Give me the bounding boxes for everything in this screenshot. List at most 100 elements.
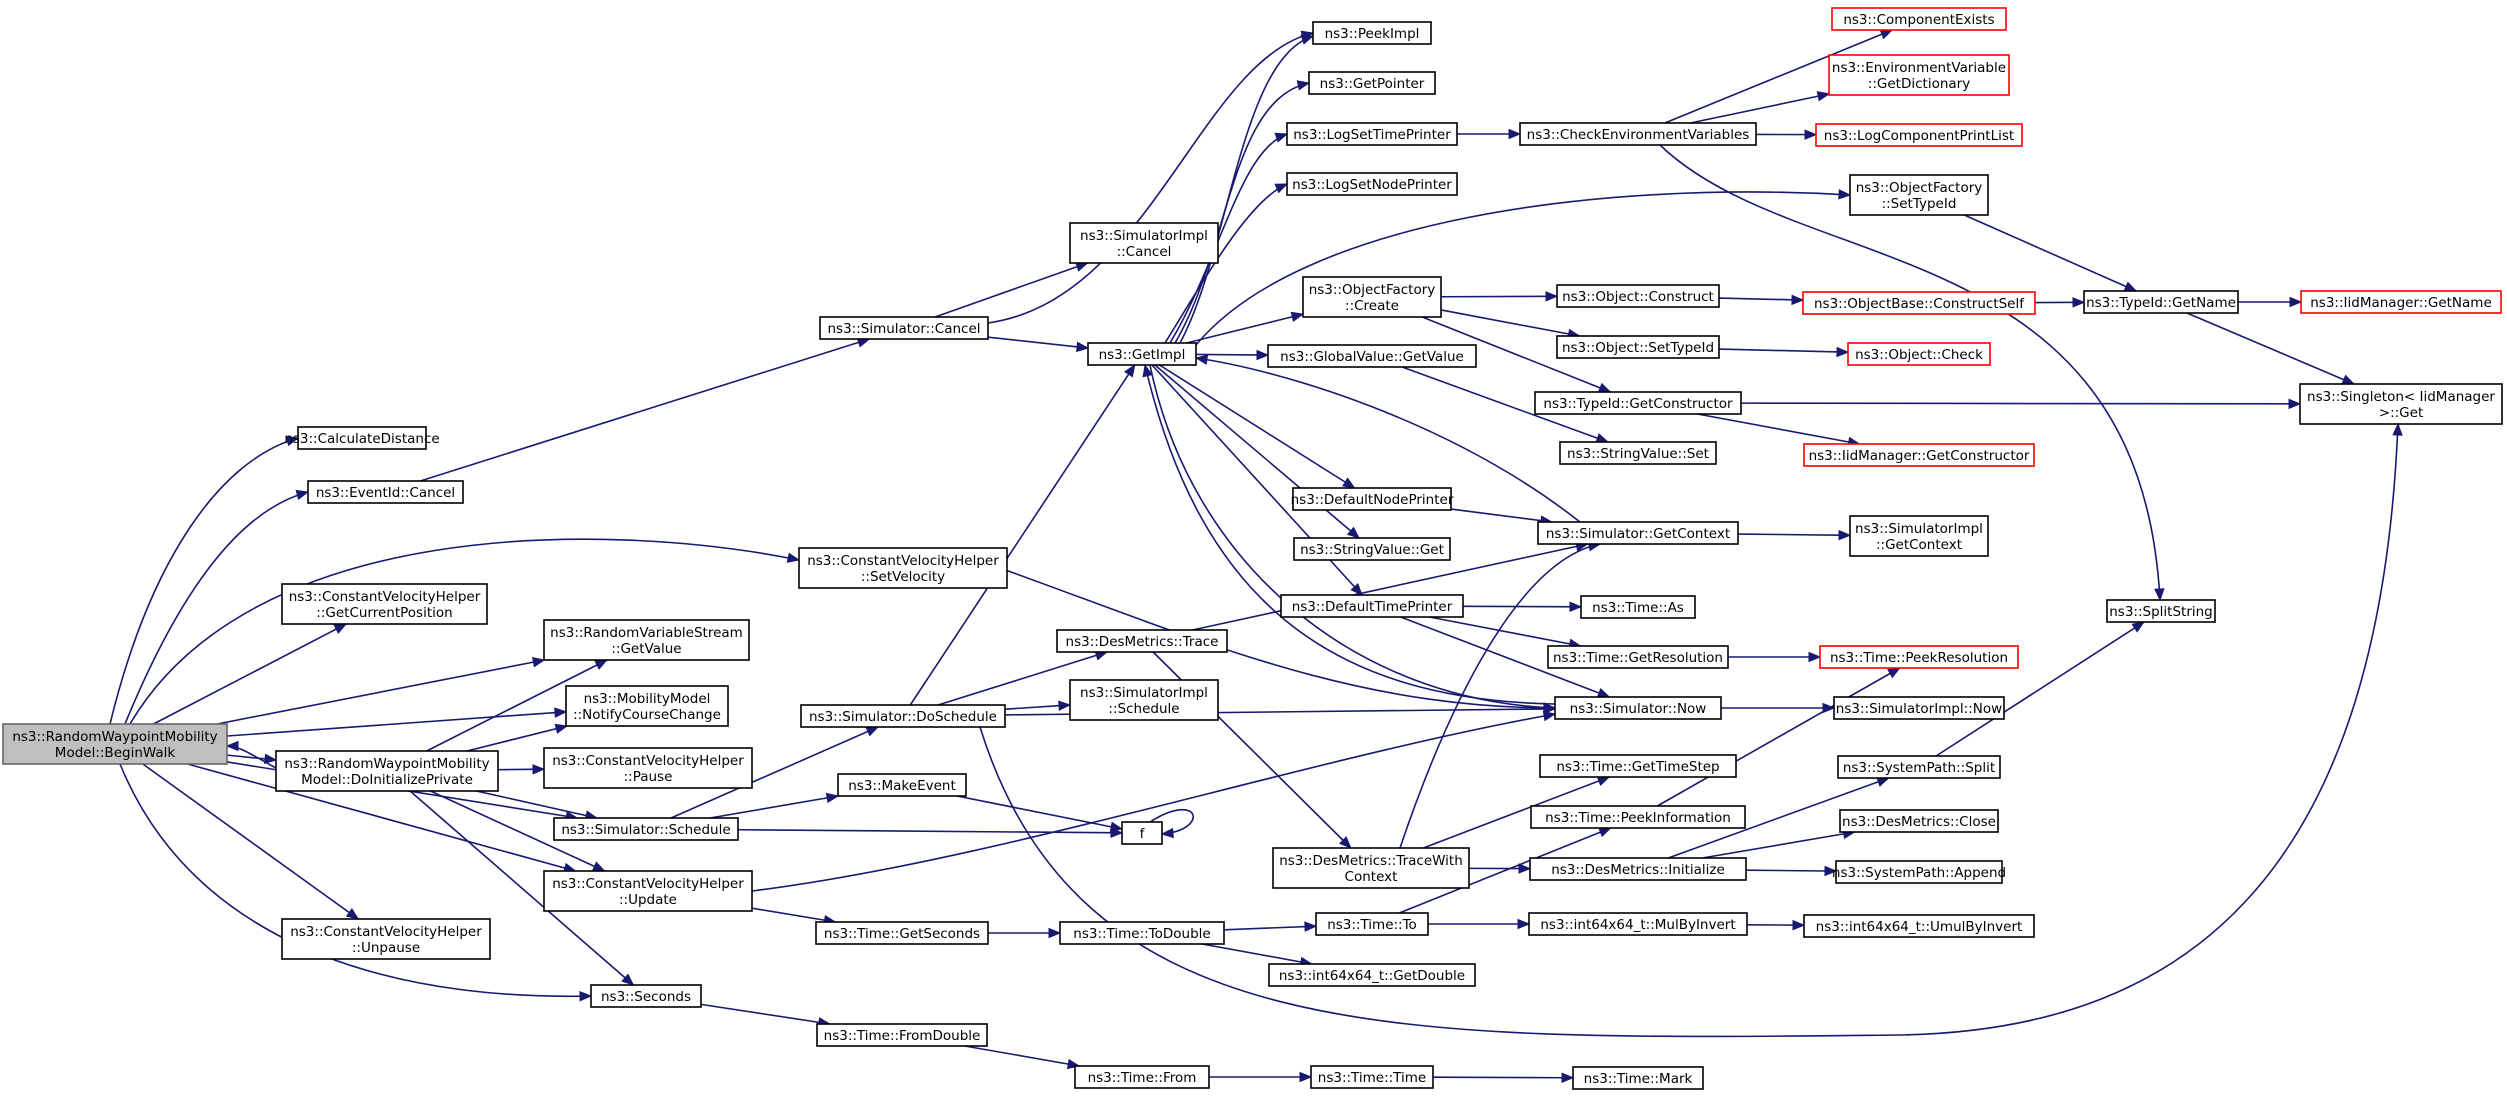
node-of-settypeid[interactable]: ns3::ObjectFactory::SetTypeId (1849, 174, 1989, 216)
node-time-todouble[interactable]: ns3::Time::ToDouble (1059, 921, 1225, 945)
node-obj-settypeid[interactable]: ns3::Object::SetTypeId (1556, 335, 1720, 359)
node-i64-umulbyinvert[interactable]: ns3::int64x64_t::UmulByInvert (1803, 914, 2035, 938)
node-simimpl-cancel[interactable]: ns3::SimulatorImpl::Cancel (1069, 222, 1219, 264)
node-label: ns3::ConstantVelocityHelper (552, 876, 744, 892)
node-label: ::NotifyCourseChange (573, 707, 721, 723)
edge-makeevent-to-f (956, 795, 1124, 832)
node-sim-cancel[interactable]: ns3::Simulator::Cancel (819, 316, 989, 340)
node-cvh-unpause[interactable]: ns3::ConstantVelocityHelper::Unpause (281, 918, 491, 960)
edge-tid_getconstructor-to-singleton_get (1740, 398, 2302, 410)
node-i64-mulbyinvert[interactable]: ns3::int64x64_t::MulByInvert (1528, 912, 1748, 936)
node-defaultnodeprinter[interactable]: ns3::DefaultNodePrinter (1291, 487, 1454, 511)
node-envvar-getdict[interactable]: ns3::EnvironmentVariable::GetDictionary (1828, 54, 2010, 96)
node-sv-set[interactable]: ns3::StringValue::Set (1559, 441, 1717, 465)
edge-evcancel-to-sim_cancel (420, 337, 871, 482)
node-sp-split[interactable]: ns3::SystemPath::Split (1837, 755, 2001, 779)
node-makeevent[interactable]: ns3::MakeEvent (837, 773, 967, 797)
edge-rwm_doinit-to-cvh_pause (497, 764, 546, 775)
arrowhead (1256, 349, 1270, 361)
edge-tid_getname-to-singleton_get (2186, 312, 2356, 385)
node-label: ns3::Time::GetTimeStep (1556, 759, 1719, 775)
arrowhead (1791, 294, 1805, 306)
node-rvs-getvalue[interactable]: ns3::RandomVariableStream::GetValue (543, 619, 750, 661)
node-box (1302, 276, 1442, 318)
node-sim-doschedule[interactable]: ns3::Simulator::DoSchedule (800, 704, 1006, 728)
node-label: ns3::SimulatorImpl (1855, 521, 1983, 537)
node-box (1293, 537, 1451, 561)
node-cvh-getpos[interactable]: ns3::ConstantVelocityHelper::GetCurrentP… (281, 583, 488, 625)
node-cvh-pause[interactable]: ns3::ConstantVelocityHelper::Pause (543, 747, 753, 789)
node-time-getresolution[interactable]: ns3::Time::GetResolution (1547, 645, 1729, 669)
node-splitstring[interactable]: ns3::SplitString (2106, 599, 2216, 623)
node-dm-close[interactable]: ns3::DesMetrics::Close (1839, 809, 1999, 833)
node-iid-getname[interactable]: ns3::IidManager::GetName (2300, 290, 2502, 314)
node-ob-constructself[interactable]: ns3::ObjectBase::ConstructSelf (1802, 291, 2036, 315)
node-time-fromdouble[interactable]: ns3::Time::FromDouble (816, 1023, 988, 1047)
node-i64-getdouble[interactable]: ns3::int64x64_t::GetDouble (1268, 963, 1476, 987)
node-sim-now[interactable]: ns3::Simulator::Now (1554, 696, 1722, 720)
node-box (1556, 335, 1720, 359)
node-desmetrics-trace[interactable]: ns3::DesMetrics::Trace (1056, 629, 1228, 653)
node-logcompprintlist[interactable]: ns3::LogComponentPrintList (1815, 123, 2023, 147)
node-simimpl-now[interactable]: ns3::SimulatorImpl::Now (1833, 696, 2005, 720)
node-box (1530, 805, 1746, 829)
node-logsettimeprinter[interactable]: ns3::LogSetTimePrinter (1286, 122, 1458, 146)
node-time-gettimestep[interactable]: ns3::Time::GetTimeStep (1539, 754, 1737, 778)
edge-line (124, 491, 309, 725)
node-cvh-update[interactable]: ns3::ConstantVelocityHelper::Update (543, 870, 753, 912)
node-time-getseconds[interactable]: ns3::Time::GetSeconds (815, 921, 989, 945)
edge-sim_doschedule-to-simimpl_schedule (1004, 700, 1072, 711)
node-label: ns3::GetImpl (1099, 347, 1186, 363)
node-obj-check[interactable]: ns3::Object::Check (1847, 342, 1991, 366)
node-calcdist[interactable]: ns3::CalculateDistance (284, 426, 440, 450)
node-sv-get[interactable]: ns3::StringValue::Get (1293, 537, 1451, 561)
node-sp-append[interactable]: ns3::SystemPath::Append (1832, 860, 2006, 884)
node-time-peekresolution[interactable]: ns3::Time::PeekResolution (1819, 645, 2019, 669)
arrowhead (1879, 29, 1894, 40)
node-time-from[interactable]: ns3::Time::From (1074, 1065, 1210, 1089)
edge-line (430, 790, 605, 872)
edge-line (700, 1003, 830, 1025)
node-singleton-get[interactable]: ns3::Singleton< IidManager>::Get (2299, 383, 2503, 425)
node-checkenv[interactable]: ns3::CheckEnvironmentVariables (1519, 122, 1757, 146)
node-time-time[interactable]: ns3::Time::Time (1310, 1065, 1434, 1089)
node-time-mark[interactable]: ns3::Time::Mark (1572, 1066, 1704, 1090)
node-defaulttimeprinter[interactable]: ns3::DefaultTimePrinter (1280, 594, 1464, 618)
edge-line (1195, 191, 1851, 346)
node-time-peekinformation[interactable]: ns3::Time::PeekInformation (1530, 805, 1746, 829)
node-sim-schedule[interactable]: ns3::Simulator::Schedule (553, 817, 739, 841)
node-getpointer[interactable]: ns3::GetPointer (1308, 71, 1436, 95)
arrowhead (1545, 291, 1559, 302)
node-dm-initialize[interactable]: ns3::DesMetrics::Initialize (1529, 857, 1747, 881)
node-tid-getname[interactable]: ns3::TypeId::GetName (2083, 290, 2239, 314)
node-peekimpl[interactable]: ns3::PeekImpl (1312, 21, 1432, 45)
node-evcancel[interactable]: ns3::EventId::Cancel (307, 480, 464, 504)
node-componentexists[interactable]: ns3::ComponentExists (1831, 7, 2007, 31)
node-rwm-doinit[interactable]: ns3::RandomWaypointMobilityModel::DoInit… (275, 750, 499, 792)
node-gv-getvalue[interactable]: ns3::GlobalValue::GetValue (1267, 344, 1477, 368)
node-tid-getconstructor[interactable]: ns3::TypeId::GetConstructor (1534, 391, 1742, 415)
node-time-to[interactable]: ns3::Time::To (1315, 912, 1429, 936)
arrowhead (2341, 374, 2356, 385)
node-mm-notify[interactable]: ns3::MobilityModel::NotifyCourseChange (565, 685, 729, 727)
edge-ob_constructself-to-tid_getname (2034, 297, 2086, 308)
node-cvh-setvel[interactable]: ns3::ConstantVelocityHelper::SetVelocity (798, 547, 1008, 589)
node-sim-getcontext[interactable]: ns3::Simulator::GetContext (1537, 521, 1739, 545)
node-iid-getconstructor[interactable]: ns3::IidManager::GetConstructor (1803, 443, 2035, 467)
node-f[interactable]: f (1121, 821, 1163, 845)
node-logsetnodeprinter[interactable]: ns3::LogSetNodePrinter (1286, 172, 1458, 196)
node-label: ns3::GetPointer (1320, 76, 1425, 92)
node-obj-construct[interactable]: ns3::Object::Construct (1556, 284, 1720, 308)
node-time-as[interactable]: ns3::Time::As (1580, 595, 1696, 619)
node-label: ns3::CalculateDistance (284, 431, 439, 447)
node-simimpl-schedule[interactable]: ns3::SimulatorImpl::Schedule (1069, 679, 1219, 721)
node-box (2300, 290, 2502, 314)
node-box (281, 918, 491, 960)
node-simimpl-getcontext[interactable]: ns3::SimulatorImpl::GetContext (1849, 515, 1989, 557)
node-getimpl[interactable]: ns3::GetImpl (1087, 342, 1197, 366)
node-seconds[interactable]: ns3::Seconds (590, 984, 702, 1008)
arrowhead (1142, 363, 1153, 378)
node-box (1268, 963, 1476, 987)
node-of-create[interactable]: ns3::ObjectFactory::Create (1302, 276, 1442, 318)
